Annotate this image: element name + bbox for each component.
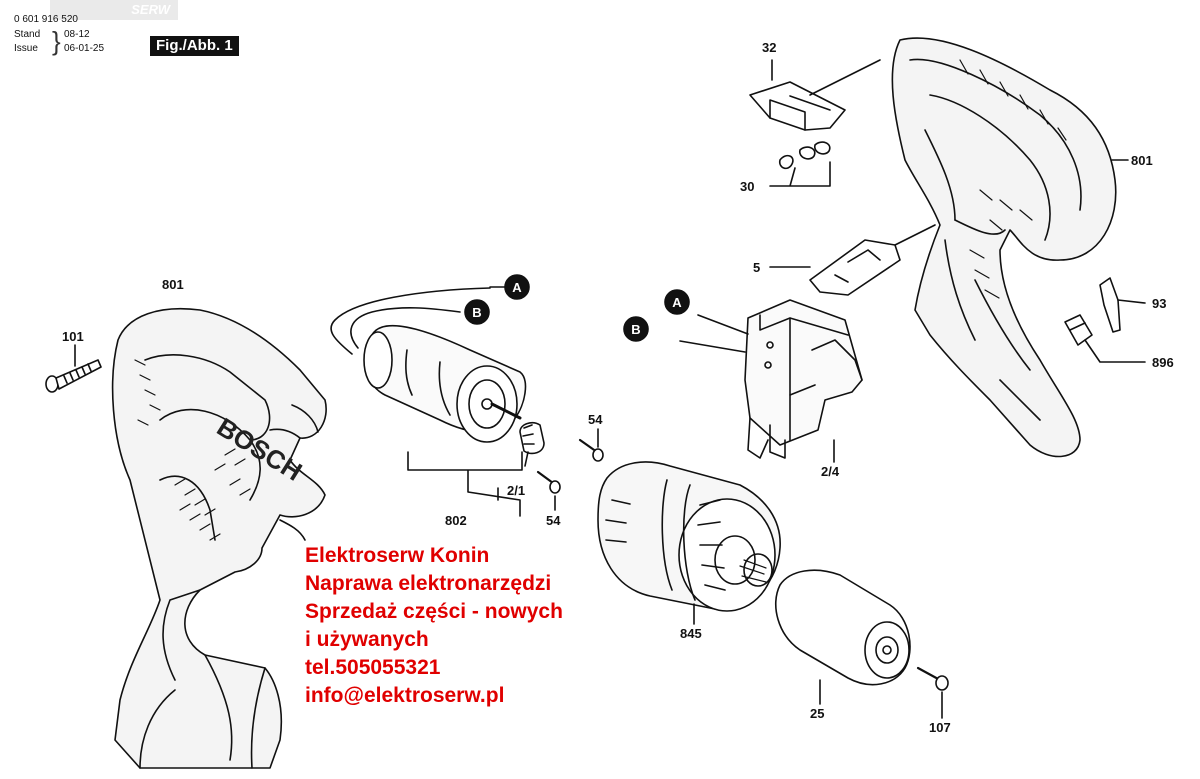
screw-54-top (578, 438, 604, 462)
stand-value: 08-12 (64, 29, 90, 40)
stand-label: Stand (14, 29, 41, 40)
screw-101 (45, 359, 102, 393)
part-label-54-bottom: 54 (546, 513, 561, 528)
slider-5 (809, 239, 901, 296)
bit-holder-896 (1064, 314, 1093, 346)
switch-2-4 (679, 299, 863, 459)
figure-label: Fig./Abb. 1 (150, 36, 239, 56)
advert-line-company: Elektroserw Konin (305, 544, 490, 567)
wire-label-b-motor: B (472, 305, 481, 320)
wire-label-b-switch: B (631, 322, 640, 337)
part-number: 0 601 916 520 (14, 14, 78, 25)
part-label-896: 896 (1152, 355, 1174, 370)
watermark: SERW (50, 0, 178, 20)
cover-32 (749, 81, 846, 131)
wire-label-a-switch: A (672, 295, 682, 310)
screw-107 (916, 666, 949, 691)
wire-label-a-motor: A (512, 280, 522, 295)
header-brace: } (52, 26, 61, 56)
gearbox-845 (597, 461, 781, 612)
advert-email[interactable]: info@elektroserw.pl (305, 684, 505, 707)
wire-a-switch-marker (664, 289, 690, 315)
shop-advert: Elektroserw Konin Naprawa elektronarzędz… (305, 542, 563, 710)
part-label-32: 32 (762, 40, 777, 55)
motor-802 (330, 287, 527, 443)
chuck-25 (775, 569, 911, 686)
part-label-101: 101 (62, 329, 84, 344)
part-label-5: 5 (753, 260, 761, 275)
wire-b-motor-marker (464, 299, 490, 325)
part-label-93: 93 (1152, 296, 1167, 311)
part-label-2-1: 2/1 (507, 483, 526, 498)
right-housing-shell (891, 37, 1117, 458)
part-label-25: 25 (810, 706, 825, 721)
issue-value: 06-01-25 (64, 43, 105, 54)
part-label-801-right: 801 (1131, 153, 1153, 168)
left-housing-shell (111, 307, 327, 769)
advert-line-repair: Naprawa elektronarzędzi (305, 572, 552, 595)
part-label-845: 845 (680, 626, 702, 641)
wire-b-switch-marker (623, 316, 649, 342)
part-label-802: 802 (445, 513, 467, 528)
advert-line-sales: Sprzedaż części - nowych (305, 600, 563, 623)
pinion-2-1 (519, 422, 545, 455)
part-label-801-left: 801 (162, 277, 184, 292)
advert-line-used: i używanych (305, 628, 429, 651)
bit-93 (1099, 277, 1121, 333)
screw-54-bottom (536, 470, 561, 494)
part-label-30: 30 (740, 179, 755, 194)
part-label-107: 107 (929, 720, 951, 735)
part-label-2-4: 2/4 (821, 464, 840, 479)
part-label-54-top: 54 (588, 412, 603, 427)
advert-phone[interactable]: tel.505055321 (305, 656, 441, 679)
issue-label: Issue (14, 43, 38, 54)
springs-30 (778, 141, 831, 170)
